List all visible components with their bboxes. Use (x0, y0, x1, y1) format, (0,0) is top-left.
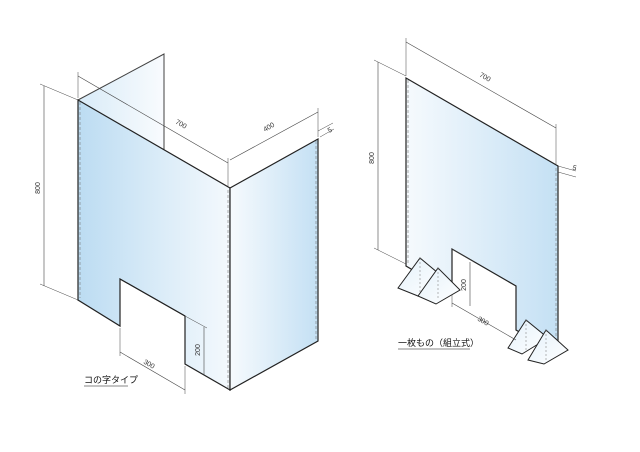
right-opening-width-label: 300 (476, 316, 490, 328)
left-opening-outline (119, 278, 186, 364)
left-right-panel (229, 137, 319, 392)
left-caption: コの字タイプ (84, 374, 138, 386)
right-foot-right (507, 319, 569, 365)
left-opening-width-label: 300 (142, 359, 156, 371)
left-thickness-label: 5 (327, 127, 334, 135)
left-width-label: 700 (174, 119, 188, 131)
left-opening-height-label: 200 (195, 344, 202, 356)
left-figure: 800 700 400 5 300 200 コの字タイプ (35, 53, 335, 394)
left-height-label: 800 (35, 182, 42, 194)
right-foot-left (397, 257, 461, 305)
right-panel (405, 76, 559, 356)
left-front-panel (77, 98, 231, 392)
right-figure: 800 700 5 200 300 一枚もの（組立式） (369, 38, 578, 365)
left-depth-label: 400 (262, 122, 276, 134)
right-caption: 一枚もの（組立式） (398, 337, 479, 349)
right-width-label: 700 (478, 72, 492, 84)
right-height-label: 800 (369, 152, 376, 164)
right-thickness-label: 5 (572, 165, 578, 173)
right-opening-height-label: 200 (461, 279, 468, 291)
